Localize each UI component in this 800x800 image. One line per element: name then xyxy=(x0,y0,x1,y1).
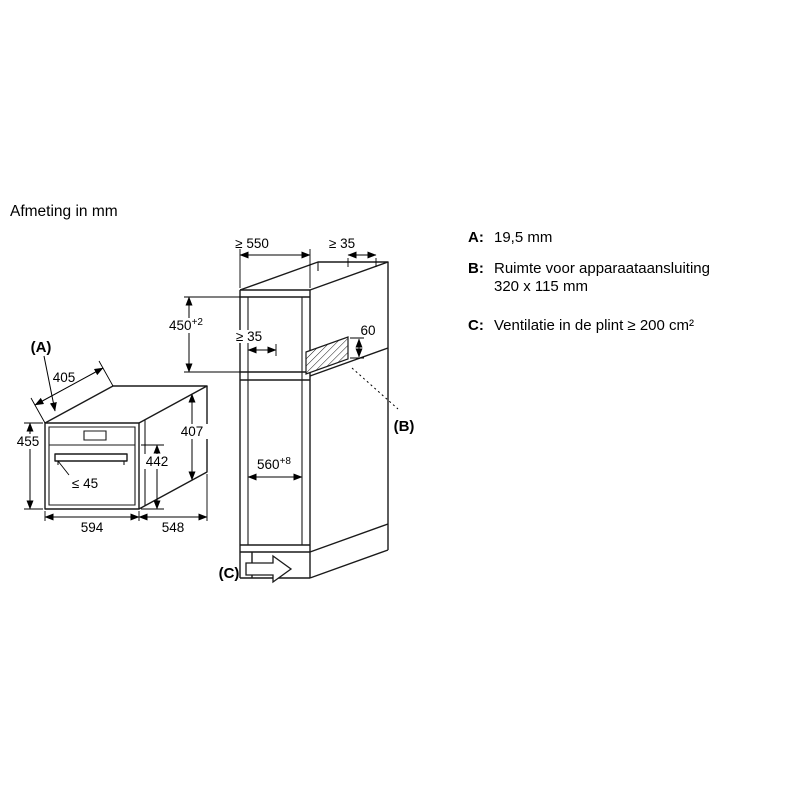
niche-dim-top-clearance: ≥ 35 xyxy=(329,236,377,267)
oven-dim-top-depth-label: 405 xyxy=(53,370,76,385)
niche-dim-height: 450+2 xyxy=(168,296,240,373)
oven-dim-side-height: 407 xyxy=(176,393,209,481)
airflow-arrow xyxy=(245,554,293,584)
cabinet-top-face xyxy=(239,261,389,291)
legend-value-a: 19,5 mm xyxy=(494,229,553,246)
cabinet-bottom-side-edge xyxy=(309,523,389,553)
oven-dim-top-depth: 405 xyxy=(30,360,114,424)
oven-dim-depth: 548 xyxy=(138,474,208,535)
niche-dim-top-clearance-label: ≥ 35 xyxy=(329,236,355,251)
oven-handle xyxy=(54,453,128,462)
oven-dim-handle-clearance-label: ≤ 45 xyxy=(72,476,98,491)
legend-item-a: A: 19,5 mm xyxy=(468,229,552,247)
legend-key-b: B: xyxy=(468,260,484,277)
cabinet-plinth-back xyxy=(309,524,389,579)
legend-key-a: A: xyxy=(468,229,484,246)
legend-key-c: C: xyxy=(468,317,484,334)
callout-b-leader xyxy=(351,367,399,410)
niche-dim-front-clearance: ≥ 35 xyxy=(231,329,277,356)
cabinet-shelf xyxy=(240,371,310,381)
niche-dim-width: 560+8 xyxy=(247,456,303,481)
legend-item-c: C: Ventilatie in de plint ≥ 200 cm² xyxy=(468,317,694,335)
niche-dim-width-label: 560+8 xyxy=(257,456,291,472)
callout-c-label: (C) xyxy=(219,565,240,582)
connection-area-hatch xyxy=(305,336,349,375)
oven-dim-height-label: 455 xyxy=(17,434,40,449)
oven-dim-side-height-label: 407 xyxy=(181,424,204,439)
oven-door-inner-edge xyxy=(48,426,136,506)
legend-value-b-line2: 320 x 115 mm xyxy=(494,278,588,295)
callout-b-label: (B) xyxy=(394,418,415,435)
oven-drawing: (A) 405 455 ≤ 45 xyxy=(13,339,209,535)
oven-callout-a-label: (A) xyxy=(31,339,52,356)
oven-dim-door-height: 442 xyxy=(141,444,173,510)
oven-dim-width: 594 xyxy=(44,511,140,535)
page-title: Afmeting in mm xyxy=(10,203,118,220)
niche-dim-depth: ≥ 550 xyxy=(235,236,311,288)
oven-side-face xyxy=(138,386,208,510)
cabinet-drawing: ≥ 550 ≥ 35 450+2 ≥ 35 xyxy=(168,236,415,584)
oven-display xyxy=(83,430,107,441)
oven-dim-depth-label: 548 xyxy=(162,520,185,535)
oven-dim-handle-clearance: ≤ 45 xyxy=(57,460,98,491)
legend-value-c: Ventilatie in de plint ≥ 200 cm² xyxy=(494,317,695,334)
cabinet-bottom-panel xyxy=(240,544,310,553)
oven-dim-door-height-label: 442 xyxy=(146,454,169,469)
oven-dim-width-label: 594 xyxy=(81,520,104,535)
legend-value-b-line1: Ruimte voor apparaataansluiting xyxy=(494,260,710,277)
niche-dim-depth-label: ≥ 550 xyxy=(235,236,269,251)
oven-top-face xyxy=(44,385,208,424)
niche-dim-connection-label: 60 xyxy=(360,323,375,338)
oven-dim-height: 455 xyxy=(13,422,43,510)
legend-item-b: B: Ruimte voor apparaataansluiting 320 x… xyxy=(468,260,710,296)
oven-front-face xyxy=(44,422,140,510)
niche-dim-connection: 60 xyxy=(350,323,376,359)
niche-dim-height-label: 450+2 xyxy=(169,317,203,333)
cabinet-top-panel xyxy=(240,289,310,298)
legend-value-b: Ruimte voor apparaataansluiting 320 x 11… xyxy=(494,260,710,296)
niche-dim-front-clearance-label: ≥ 35 xyxy=(236,329,262,344)
cabinet-shelf-side-edge xyxy=(309,347,389,377)
